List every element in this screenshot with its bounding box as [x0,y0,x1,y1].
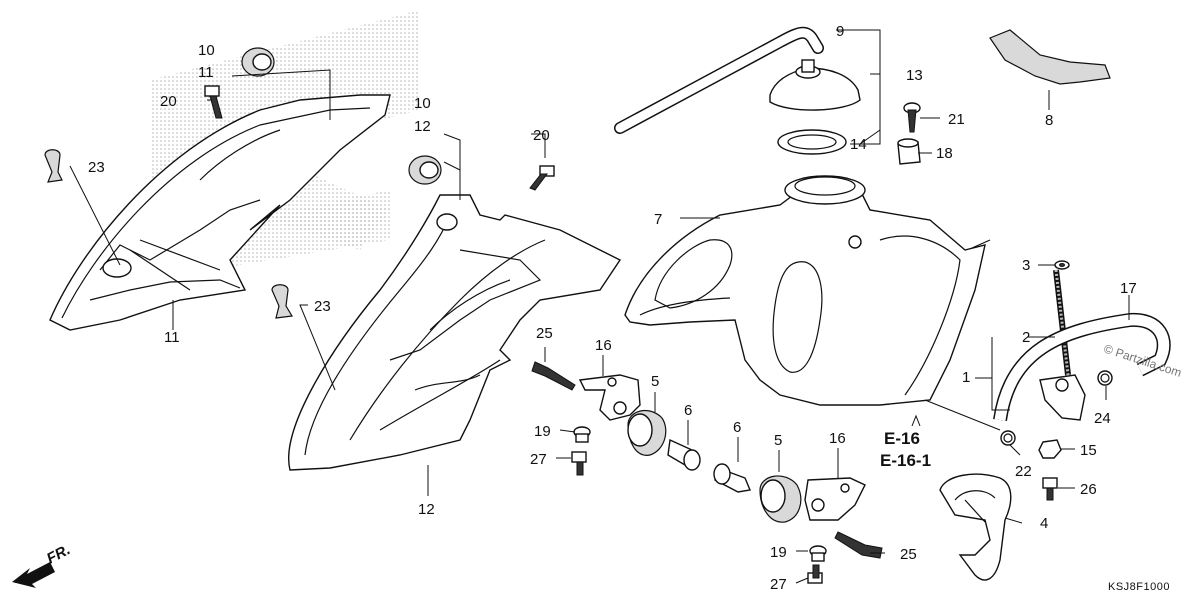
label-19-upper: 19 [534,423,551,440]
fuel-cap-part [769,59,861,111]
label-5-lower: 5 [774,432,782,449]
clip-part-23-right [271,284,293,319]
label-24: 24 [1094,410,1111,427]
label-16-lower: 16 [829,430,846,447]
label-17: 17 [1120,280,1137,297]
label-13: 13 [906,67,923,84]
bolt-part-25-lower [834,531,883,559]
label-12-upper: 12 [414,118,431,135]
label-8: 8 [1045,112,1053,129]
rubber-mount-part-5-lower [759,475,802,523]
bolt-part-20-left [204,85,223,119]
cap-gasket-part [777,129,847,155]
label-21: 21 [948,111,965,128]
label-6-upper: 6 [684,402,692,419]
collar-part-6-upper [667,438,701,471]
grommet-part-10-lower [408,155,442,185]
label-4: 4 [1040,515,1048,532]
label-1: 1 [962,369,970,386]
label-10-lower: 10 [414,95,431,112]
reference-e16-1[interactable]: E-16-1 [880,451,931,470]
bolt-part-25-upper [531,361,576,391]
label-16-upper: 16 [595,337,612,354]
label-11-lower: 11 [164,329,180,346]
reference-e16[interactable]: E-16 [884,429,920,448]
diagram-code: KSJ8F1000 [1108,581,1170,593]
label-20-right: 20 [533,127,550,144]
label-10-upper: 10 [198,42,215,59]
left-shroud-part [49,94,391,331]
bracket-part-16-upper [578,374,641,421]
bracket-part-16-lower [804,477,866,521]
bolt-part-20-right [529,165,555,191]
part-number-labels: 10 11 20 23 11 10 12 20 23 12 7 9 13 14 … [88,23,1137,593]
right-shroud-part [288,194,622,471]
bolt-part-27-upper [571,451,587,476]
nut-part-15 [1038,439,1062,459]
fuel-valve-assembly-part-1 [1039,269,1086,421]
label-23-left: 23 [88,159,105,176]
bracket-part-8 [989,29,1111,85]
collar-part-18 [897,138,921,165]
breather-tube-part [614,26,824,134]
grommet-part-10-upper [241,47,275,77]
leader-lines [69,29,1130,584]
front-direction-arrow-icon [12,562,55,588]
label-25-upper: 25 [536,325,553,342]
label-9: 9 [836,23,844,40]
washer-part-19-lower [809,545,827,562]
fuel-tank-part [624,175,991,406]
cover-part-4 [939,473,1012,581]
label-27-upper: 27 [530,451,547,468]
label-22: 22 [1015,463,1032,480]
label-12-lower: 12 [418,501,435,518]
label-7: 7 [654,211,662,228]
label-19-lower: 19 [770,544,787,561]
label-6-lower: 6 [733,419,741,436]
label-3: 3 [1022,257,1030,274]
label-14: 14 [850,136,867,153]
rubber-mount-part-5-upper [627,409,667,456]
label-23-right: 23 [314,298,331,315]
collar-part-6-lower [713,463,751,493]
reference-arrow-icon [911,414,921,427]
clip-part-22 [1000,430,1016,446]
washer-part-3 [1054,260,1070,270]
bolt-part-26 [1042,477,1058,501]
bolt-part-21 [903,102,921,133]
bolt-part-27-lower [807,564,823,584]
label-25-lower: 25 [900,546,917,563]
label-26: 26 [1080,481,1097,498]
label-27-lower: 27 [770,576,787,593]
label-18: 18 [936,145,953,162]
label-11-upper: 11 [198,64,214,81]
fuel-tube-part [993,312,1171,422]
label-15: 15 [1080,442,1097,459]
washer-part-19-upper [573,426,591,443]
label-20-left: 20 [160,93,177,110]
label-5-upper: 5 [651,373,659,390]
clip-part-23-left [44,149,63,183]
label-2: 2 [1022,329,1030,346]
clip-part-24 [1097,370,1113,386]
